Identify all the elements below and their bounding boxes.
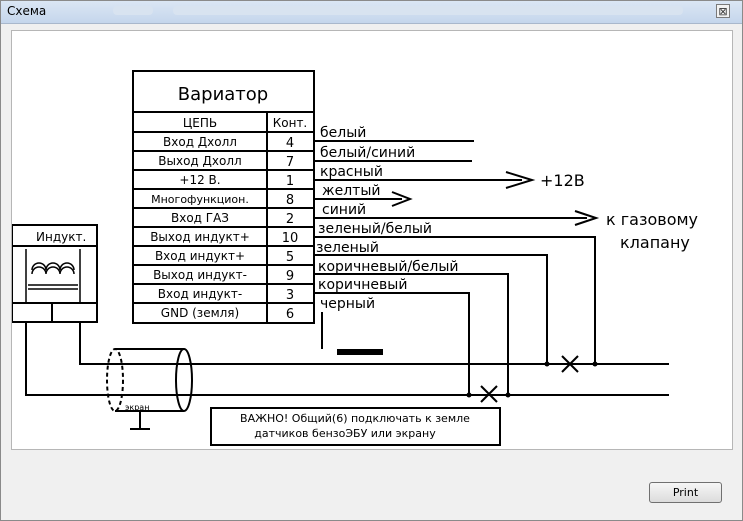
row-pin: 6 (286, 307, 294, 322)
header-pin: Конт. (273, 116, 308, 130)
wire-label: желтый (322, 183, 380, 199)
row-circuit: Вход Дхолл (163, 135, 237, 149)
close-icon[interactable]: ⊠ (716, 4, 730, 18)
row-circuit: Вход индукт- (158, 287, 242, 301)
row-circuit: Выход индукт- (153, 268, 247, 282)
row-pin: 9 (286, 269, 294, 284)
plus12-label: +12В (540, 171, 585, 190)
row-pin: 5 (286, 250, 294, 265)
row-pin: 1 (286, 174, 294, 189)
table-row: GND (земля) 6 (161, 306, 294, 322)
wire-label: коричневый/белый (318, 259, 459, 275)
gas-valve-label-2: клапану (620, 233, 690, 252)
gas-valve-label-1: к газовому (606, 210, 698, 229)
wire-labels: белый белый/синий красный желтый синий з… (316, 125, 459, 312)
blurred-text (113, 6, 153, 15)
table-row: Вход индукт+ 5 (155, 249, 294, 265)
junction-dots (466, 361, 598, 398)
wire-label: белый (320, 125, 366, 141)
row-pin: 8 (286, 193, 294, 208)
row-circuit: +12 В. (179, 173, 220, 187)
table-row: Вход индукт- 3 (158, 287, 294, 303)
table-row: Вход ГАЗ 2 (171, 211, 294, 227)
shield-cylinder (106, 348, 193, 430)
note-box (210, 407, 501, 446)
header-circuit: ЦЕПЬ (183, 116, 217, 130)
row-pin: 4 (286, 136, 294, 151)
inductor-label: Индукт. (36, 230, 86, 244)
row-circuit: Вход индукт+ (155, 249, 245, 263)
wire-label: зеленый (316, 240, 379, 256)
print-button[interactable]: Print (649, 482, 722, 503)
blurred-text (173, 6, 683, 15)
table-row: Выход индукт+ 10 (150, 230, 298, 246)
wire-label: синий (322, 202, 366, 218)
wire-label: коричневый (318, 277, 407, 293)
table-title: Вариатор (178, 84, 268, 105)
diagram-canvas: Вариатор ЦЕПЬ Конт. Вход Дхолл 4 Выход Д… (11, 30, 733, 450)
row-pin: 2 (286, 212, 294, 227)
variator-table (132, 70, 315, 324)
wiring-diagram: Вариатор ЦЕПЬ Конт. Вход Дхолл 4 Выход Д… (12, 70, 698, 446)
row-pin: 3 (286, 288, 294, 303)
wire-label: черный (320, 296, 375, 312)
inductor-block (12, 224, 98, 323)
wire-label: зеленый/белый (318, 221, 432, 237)
shield-label: экран (125, 403, 149, 412)
wire-label: белый/синий (320, 145, 415, 161)
wires (25, 140, 669, 403)
row-circuit: GND (земля) (161, 306, 239, 320)
row-circuit: Вход ГАЗ (171, 211, 229, 225)
note-line-2: датчиков бензоЭБУ или экрану (254, 427, 436, 440)
note-line-1: ВАЖНО! Общий(6) подключать к земле (240, 412, 470, 425)
row-circuit: Выход индукт+ (150, 230, 250, 244)
row-circuit: Многофункцион. (151, 193, 249, 206)
table-row: Многофункцион. 8 (151, 193, 294, 208)
title-bar: Схема ⊠ (1, 1, 742, 24)
table-row: +12 В. 1 (179, 173, 294, 189)
wire-label: красный (320, 164, 383, 180)
table-row: Вход Дхолл 4 (163, 135, 294, 151)
row-pin: 7 (286, 155, 294, 170)
row-circuit: Выход Дхолл (158, 154, 241, 168)
window-title: Схема (7, 4, 47, 18)
table-row: Выход индукт- 9 (153, 268, 294, 284)
row-pin: 10 (282, 231, 299, 246)
table-row: Выход Дхолл 7 (158, 154, 294, 170)
